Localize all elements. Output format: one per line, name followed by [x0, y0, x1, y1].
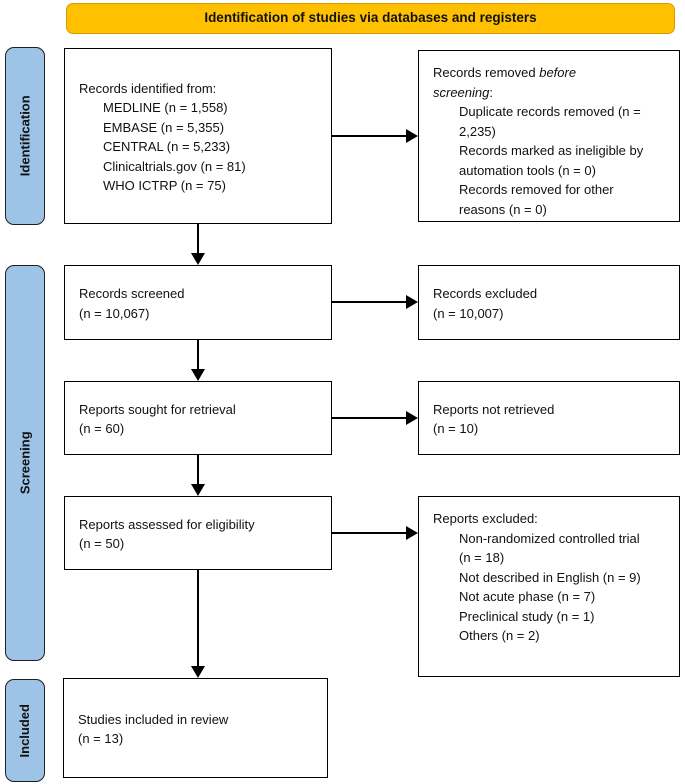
studies-included-count: (n = 13): [78, 731, 124, 746]
arrow-identified-to-screened: [191, 224, 205, 265]
arrow-head-right-icon: [406, 295, 418, 309]
arrow-line: [332, 301, 406, 303]
removed-item-other: Records removed for other reasons (n = 0…: [459, 182, 614, 217]
box-reports-excluded: Reports excluded: Non-randomized control…: [418, 496, 680, 677]
box-records-screened: Records screened (n = 10,067): [64, 265, 332, 340]
header-title: Identification of studies via databases …: [204, 10, 537, 26]
excluded-item-not-acute: Not acute phase (n = 7): [459, 589, 596, 604]
box-reports-assessed: Reports assessed for eligibility (n = 50…: [64, 496, 332, 570]
arrow-head-down-icon: [191, 484, 205, 496]
reports-sought-count: (n = 60): [79, 421, 125, 436]
box-studies-included: Studies included in review (n = 13): [63, 678, 328, 778]
arrow-assessed-to-included: [191, 570, 205, 678]
reports-assessed-count: (n = 50): [79, 536, 125, 551]
records-identified-title: Records identified from:: [79, 80, 217, 96]
arrow-sought-to-assessed: [191, 455, 205, 496]
box-records-identified: Records identified from: MEDLINE (n = 1,…: [64, 48, 332, 224]
arrow-sought-to-not-retrieved: [332, 411, 418, 425]
db-item-central: CENTRAL (n = 5,233): [103, 139, 231, 154]
stage-label-included: Included: [17, 703, 33, 758]
arrow-line: [197, 224, 199, 253]
arrow-head-down-icon: [191, 253, 205, 265]
records-screened-count: (n = 10,067): [79, 305, 150, 321]
box-records-removed: Records removed before screening: Duplic…: [418, 50, 680, 222]
arrow-head-down-icon: [191, 666, 205, 678]
arrow-head-down-icon: [191, 369, 205, 381]
db-item-who-ictrp: WHO ICTRP (n = 75): [103, 178, 226, 193]
records-removed-title-prefix: Records removed: [433, 65, 540, 80]
header-banner: Identification of studies via databases …: [66, 3, 675, 34]
records-excluded-count: (n = 10,007): [433, 305, 504, 321]
box-records-excluded: Records excluded (n = 10,007): [418, 265, 680, 340]
box-reports-not-retrieved: Reports not retrieved (n = 10): [418, 381, 680, 455]
arrow-assessed-to-reports-excluded: [332, 526, 418, 540]
stage-bar-included: Included: [5, 679, 45, 782]
records-excluded-label: Records excluded: [433, 286, 538, 301]
stage-label-screening: Screening: [17, 431, 33, 495]
removed-item-duplicates: Duplicate records removed (n = 2,235): [459, 104, 641, 139]
records-removed-title-italic: before screening: [433, 65, 577, 100]
db-item-clinicaltrials: Clinicaltrials.gov (n = 81): [103, 158, 246, 174]
records-removed-title-suffix: :: [489, 84, 493, 100]
excluded-item-not-english: Not described in English (n = 9): [459, 569, 641, 585]
reports-assessed-label: Reports assessed for eligibility: [79, 516, 255, 532]
reports-not-retrieved-label: Reports not retrieved: [433, 401, 555, 417]
arrow-line: [332, 135, 406, 137]
studies-included-label: Studies included in review: [78, 711, 229, 727]
reports-excluded-title: Reports excluded:: [433, 511, 538, 526]
arrow-screened-to-excluded: [332, 295, 418, 309]
db-item-embase: EMBASE (n = 5,355): [103, 119, 225, 135]
arrow-head-right-icon: [406, 411, 418, 425]
removed-item-automation: Records marked as ineligible by automati…: [459, 143, 644, 178]
db-item-medline: MEDLINE (n = 1,558): [103, 100, 228, 115]
stage-bar-screening: Screening: [5, 265, 45, 661]
arrow-line: [197, 570, 199, 666]
arrow-line: [332, 417, 406, 419]
box-reports-sought: Reports sought for retrieval (n = 60): [64, 381, 332, 455]
reports-not-retrieved-count: (n = 10): [433, 421, 479, 436]
excluded-item-preclinical: Preclinical study (n = 1): [459, 608, 595, 624]
arrow-head-right-icon: [406, 129, 418, 143]
excluded-item-others: Others (n = 2): [459, 628, 540, 643]
records-screened-label: Records screened: [79, 286, 185, 301]
excluded-item-nonrandomized: Non-randomized controlled trial (n = 18): [459, 530, 640, 566]
arrow-head-right-icon: [406, 526, 418, 540]
arrow-line: [332, 532, 406, 534]
arrow-line: [197, 455, 199, 484]
arrow-screened-to-sought: [191, 340, 205, 381]
stage-label-identification: Identification: [17, 95, 33, 177]
arrow-identified-to-removed: [332, 129, 418, 143]
records-removed-title: Records removed before screening:: [433, 63, 633, 102]
stage-bar-identification: Identification: [5, 47, 45, 225]
reports-sought-label: Reports sought for retrieval: [79, 401, 236, 417]
arrow-line: [197, 340, 199, 369]
